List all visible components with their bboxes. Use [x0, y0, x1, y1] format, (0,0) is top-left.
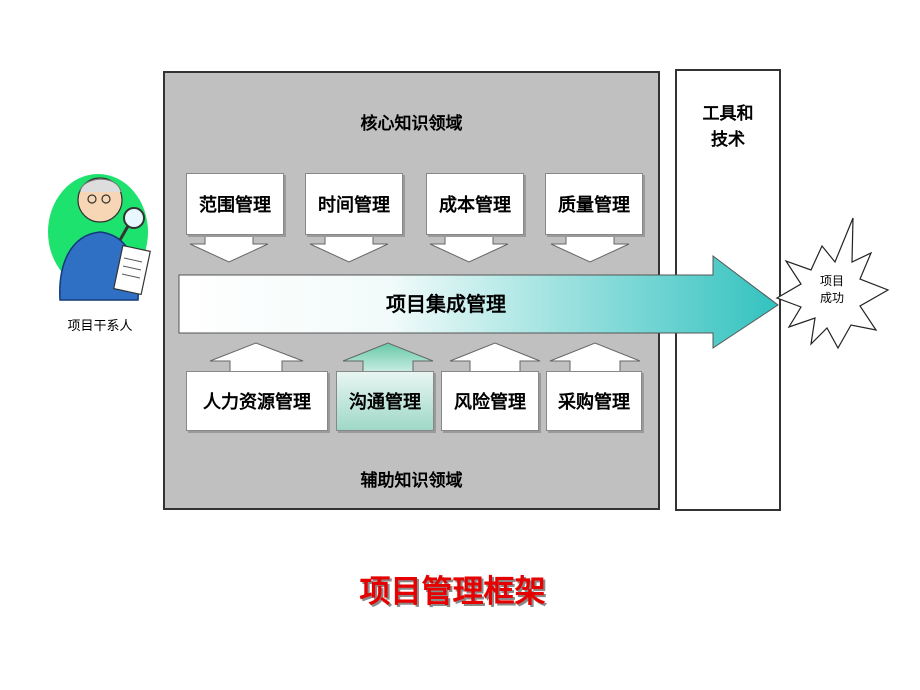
support-box-risk: 风险管理	[441, 371, 539, 431]
support-box-communication: 沟通管理	[336, 371, 434, 431]
up-arrow-hr-shape	[209, 342, 304, 373]
success-starburst	[775, 217, 890, 350]
stakeholder-label: 项目干系人	[67, 319, 133, 334]
up-arrow-communication	[342, 342, 434, 373]
core-box-cost: 成本管理	[426, 173, 524, 235]
success-label-line1: 项目	[819, 274, 844, 288]
core-knowledge-title: 核心知识领域	[360, 114, 463, 134]
up-arrow-procurement	[549, 342, 641, 373]
support-knowledge-title: 辅助知识领域	[360, 471, 463, 491]
down-arrow-scope	[189, 233, 269, 263]
tools-techniques-label-line2: 技术	[711, 130, 745, 150]
down-arrow-quality	[550, 233, 630, 263]
tools-techniques-label-line1: 工具和	[702, 104, 754, 124]
integration-arrow	[178, 254, 779, 349]
support-box-procurement: 采购管理	[546, 371, 642, 431]
diagram-caption: 项目管理框架	[359, 574, 546, 610]
core-box-scope: 范围管理	[186, 173, 284, 235]
up-arrow-risk	[449, 342, 541, 373]
down-arrow-cost	[429, 233, 509, 263]
success-label: 项目 成功	[806, 273, 858, 307]
down-arrow-time	[309, 233, 389, 263]
support-box-hr: 人力资源管理	[186, 371, 328, 431]
integration-label: 项目集成管理	[386, 292, 506, 316]
core-box-quality: 质量管理	[545, 173, 643, 235]
stakeholder-figure	[48, 174, 151, 301]
core-box-time: 时间管理	[305, 173, 403, 235]
success-label-line2: 成功	[819, 291, 844, 305]
